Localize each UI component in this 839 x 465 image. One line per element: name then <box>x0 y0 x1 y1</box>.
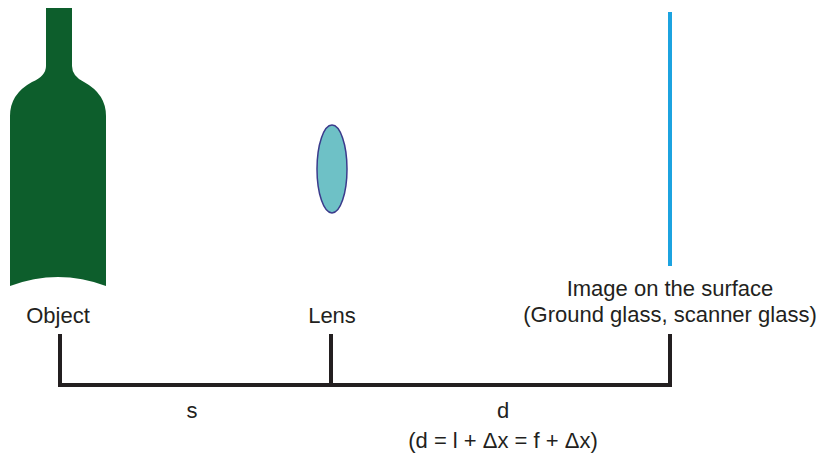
lens-label: Lens <box>308 303 356 329</box>
image-surface <box>668 12 672 266</box>
distance-formula: (d = l + Δx = f + Δx) <box>408 428 598 454</box>
bottle-object <box>10 8 106 286</box>
object-label: Object <box>26 303 90 329</box>
lens <box>317 125 347 213</box>
distance-bracket <box>58 334 672 387</box>
distance-d: d <box>497 398 509 424</box>
image-surface-label: Image on the surface (Ground glass, scan… <box>523 276 816 328</box>
distance-s: s <box>187 398 198 424</box>
